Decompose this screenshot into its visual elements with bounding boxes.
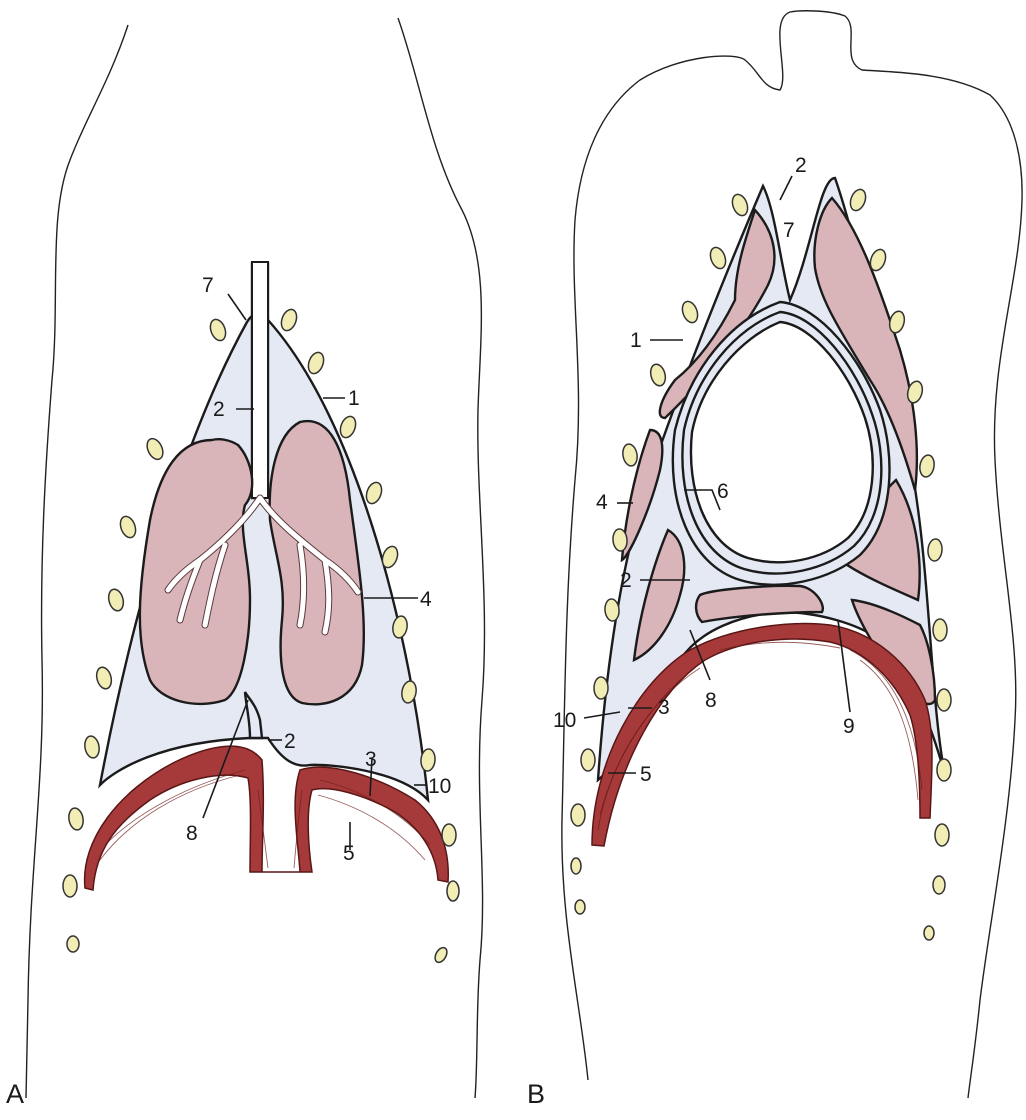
- label-a-8: 8: [186, 822, 198, 845]
- label-b-2-mid: 2: [620, 569, 632, 592]
- label-a-10: 10: [428, 775, 451, 798]
- label-a-2-upper: 2: [213, 398, 225, 421]
- trachea-tube-a: [252, 262, 268, 498]
- label-b-1: 1: [630, 329, 642, 352]
- label-a-4: 4: [420, 588, 432, 611]
- posterior-lobe-b: [696, 586, 823, 622]
- label-b-2-top: 2: [795, 154, 807, 177]
- label-b-5: 5: [640, 763, 652, 786]
- label-a-7: 7: [202, 274, 214, 297]
- label-a-3: 3: [365, 748, 377, 771]
- panel-b-letter: B: [527, 1079, 545, 1109]
- label-b-6: 6: [717, 480, 729, 503]
- label-b-3: 3: [658, 696, 670, 719]
- torso-outline-a-right: [398, 18, 484, 1098]
- label-b-8: 8: [705, 689, 717, 712]
- panel-a: 7 2 1 4 2 3 10 5 8 A: [6, 18, 484, 1109]
- panel-b: 2 7 1 4 6 2 8 9 10 3 5 B: [527, 11, 1022, 1109]
- label-a-5: 5: [343, 842, 355, 865]
- label-b-7: 7: [783, 219, 795, 242]
- label-b-9: 9: [843, 715, 855, 738]
- label-a-2-lower: 2: [284, 730, 296, 753]
- panel-a-letter: A: [6, 1079, 24, 1109]
- label-b-4: 4: [596, 491, 608, 514]
- label-a-1: 1: [348, 387, 360, 410]
- label-b-10: 10: [553, 709, 576, 732]
